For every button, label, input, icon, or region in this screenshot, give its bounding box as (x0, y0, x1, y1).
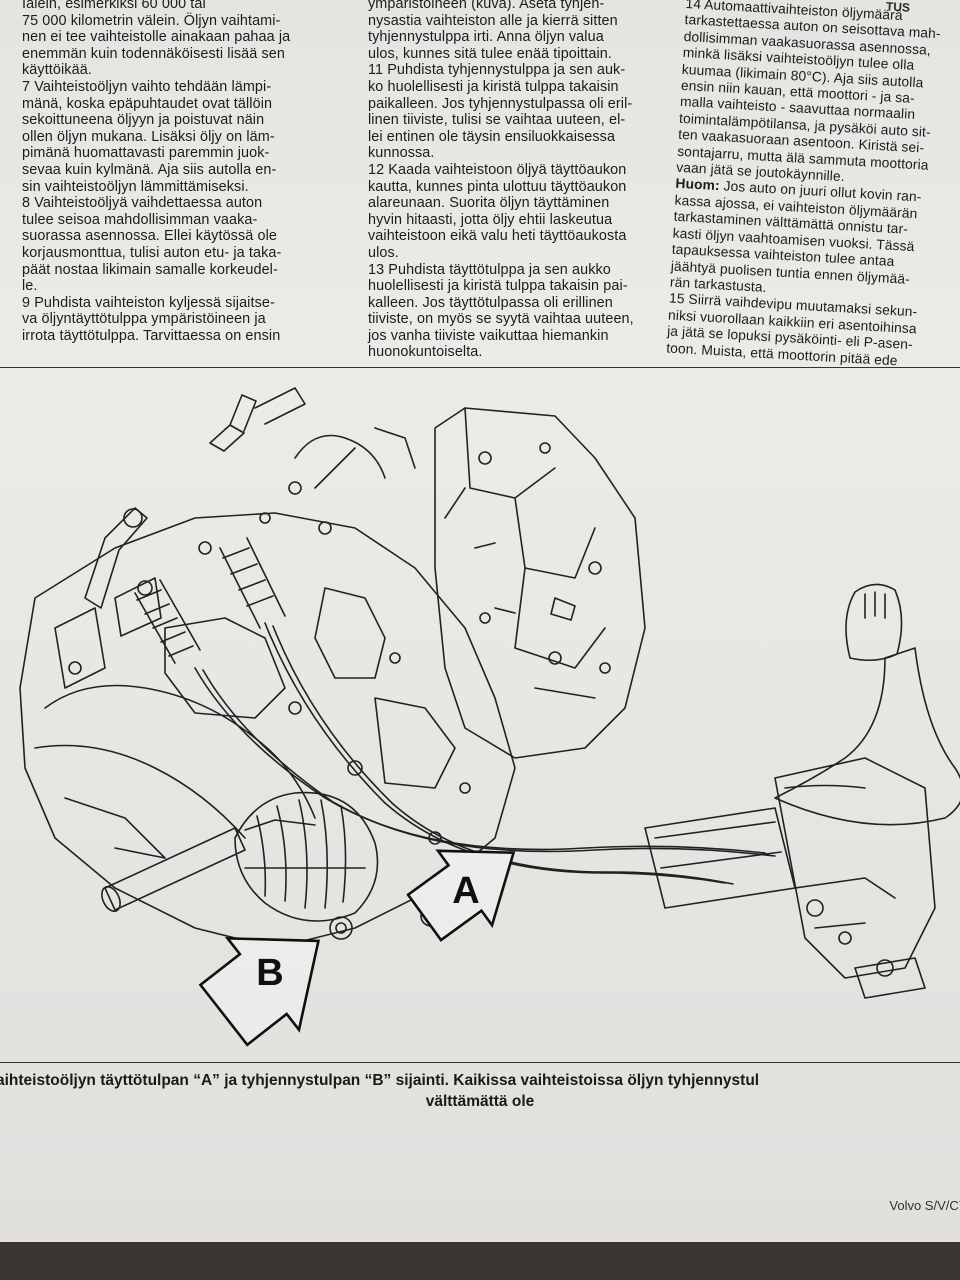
transmission-drawing: A B (19, 387, 960, 1047)
column-middle-line: alareunaan. Suorita öljyn täyttäminen (368, 195, 610, 212)
label-b: B (256, 952, 283, 994)
column-middle-line: vaihteistoon eikä valu heti täyttöaukost… (368, 228, 627, 245)
column-left-line: suorassa asennossa. Ellei käytössä ole (22, 228, 277, 245)
column-left-line: korjausmonttua, tulisi auton etu- ja tak… (22, 244, 282, 261)
column-middle-line: tiiviste, on myös se syytä vaihtaa uutee… (368, 311, 634, 328)
transmission-illustration: A B (0, 367, 960, 1063)
column-middle-line: ulos, kunnes sitä tulee enää tipoittain. (368, 45, 613, 62)
column-middle-line: jos vanha tiiviste vaikuttaa hiemankin (368, 327, 609, 344)
column-left-line: sin vaihteistoöljyn lämmittämiseksi. (22, 178, 249, 195)
column-left-line: irrota täyttötulppa. Tarvittaessa on ens… (22, 327, 281, 344)
column-left-line: sekoittuneena öljyyn ja poistuvat näin (22, 112, 265, 129)
column-left-line: pimänä huomattavasti paremmin juok- (22, 145, 270, 162)
column-left-line: 9 Puhdista vaihteiston kyljessä sijaitse… (22, 294, 275, 311)
engine-block (434, 407, 646, 759)
caption-line-1: aihteistoöljyn täyttötulpan “A” ja tyhje… (0, 1072, 760, 1089)
column-middle-line: 11 Puhdista tyhjennystulppa ja sen auk- (368, 62, 626, 79)
text-column-middle: ympäristöineen (kuva). Aseta tyhjen-nysa… (368, 0, 670, 361)
arrow-a: A (406, 849, 516, 942)
column-middle-line: huonokuntoiselta. (368, 344, 483, 361)
column-left-line: sevaa kuin kylmänä. Aja siis autolla en- (22, 161, 277, 178)
column-middle-line: tyhjennystulppa irti. Anna öljyn valua (368, 29, 604, 46)
column-left-line: tulee seisoa mahdollisimman vaaka- (22, 211, 258, 228)
column-middle-line: kalleen. Jos täyttötulpassa oli erilline… (368, 294, 613, 311)
column-middle-line: huolellisesti ja kiristä tulppa takaisin… (368, 278, 628, 295)
column-middle-line: kunnossa. (368, 145, 435, 162)
column-middle-line: lei entinen ole täysin ensiluokkaisessa (368, 128, 616, 145)
cable-boot-right (219, 537, 286, 629)
column-middle-line: 12 Kaada vaihteistoon öljyä täyttöaukon (368, 161, 627, 178)
column-left-line: le. (22, 278, 38, 295)
column-left-line: mänä, koska epäpuhtaudet ovat tällöin (22, 95, 273, 112)
column-left-line: enemmän kuin todennäköisesti lisää sen (22, 45, 285, 62)
column-middle-line: kautta, kunnes pinta ulottuu täyttöaukon (368, 178, 627, 195)
column-middle-line: 13 Puhdista täyttötulppa ja sen aukko (368, 261, 611, 278)
column-left-line: 75 000 kilometrin välein. Öljyn vaihtami… (22, 12, 281, 29)
column-middle-line: ulos. (368, 244, 399, 261)
column-left-line: ollen öljyn mukana. Lisäksi öljy on läm- (22, 128, 275, 145)
drive-shaft (104, 827, 246, 911)
column-left-line: 8 Vaihteistoöljyä vaihdettaessa auton (22, 195, 263, 212)
column-left-line: Ialein, esimerkiksi 60 000 tai (22, 0, 206, 12)
column-middle-line: ympäristöineen (kuva). Aseta tyhjen- (368, 0, 605, 12)
column-left-line: nen ei tee vaihteistolle ainakaan pahaa … (22, 29, 291, 46)
shift-boot (774, 647, 960, 826)
column-left-line: va öljyntäyttötulppa ympäristöineen ja (22, 311, 266, 328)
column-middle-line: paikalleen. Jos tyhjennystulpassa oli er… (368, 95, 633, 112)
column-middle-line: nysastia vaihteiston alle ja kierrä sitt… (368, 12, 618, 29)
label-a: A (452, 870, 479, 912)
chapter-tag: TUS (885, 0, 911, 15)
cv-boot (234, 791, 379, 922)
shift-cable-upper (194, 667, 766, 854)
shift-knob (845, 583, 903, 662)
page-footer: Volvo S/V/C7 (889, 1198, 960, 1213)
column-left-line: 7 Vaihteistoöljyn vaihto tehdään lämpi- (22, 78, 272, 95)
gearbox-housing (19, 512, 516, 949)
arrow-b: B (198, 936, 321, 1047)
column-middle-line: linen tiiviste, tulisi se vaihtaa uuteen… (368, 112, 626, 129)
shift-lever-base (774, 757, 936, 979)
figure-caption: aihteistoöljyn täyttötulpan “A” ja tyhje… (0, 1070, 960, 1112)
column-middle-line: ko huolellisesti ja kiristä tulppa takai… (368, 78, 619, 95)
column-middle-line: hyvin hitaasti, jotta öljy ehtii laskeut… (368, 211, 613, 228)
column-left-line: käyttöikää. (22, 62, 92, 79)
shift-cable-lower (264, 622, 726, 884)
column-left-line: päät nostaa likimain samalle korkeudel- (22, 261, 278, 278)
caption-line-2: välttämättä ole (425, 1093, 535, 1110)
